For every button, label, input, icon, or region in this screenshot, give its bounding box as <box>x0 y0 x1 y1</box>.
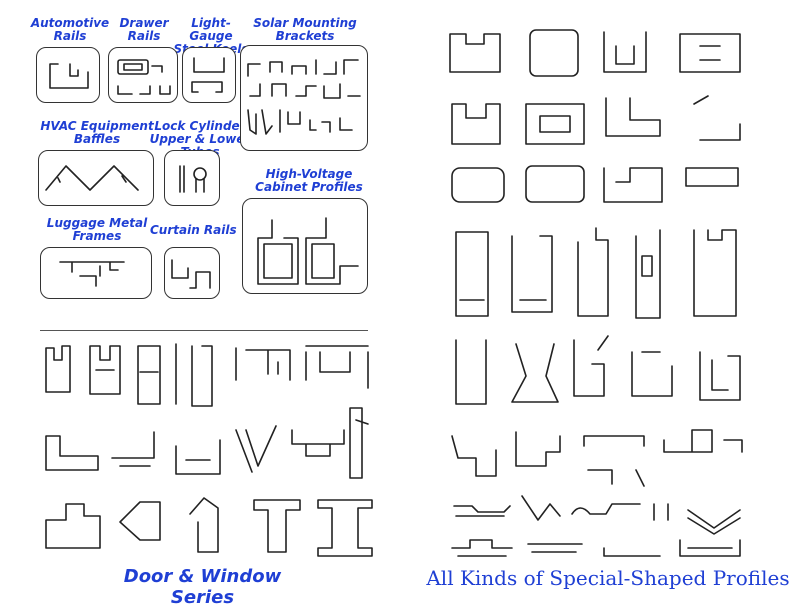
box-lock-cylinder-tubes <box>164 150 220 206</box>
label-hvac-equipment-baffles: HVAC Equipment Baffles <box>40 119 154 146</box>
door-window-profiles <box>45 343 373 557</box>
label-solar-mounting-brackets: Solar Mounting Brackets <box>253 16 357 43</box>
label-luggage-metal-frames: Luggage Metal Frames <box>46 216 148 243</box>
box-solar-mounting-brackets <box>240 45 368 151</box>
box-high-voltage-cabinet-profiles <box>242 198 368 294</box>
automotive-rail-profile <box>49 63 89 89</box>
door-window-series-title: Door & Window Series <box>123 566 282 608</box>
solar-bracket-profiles <box>247 59 361 135</box>
lock-cylinder-profiles <box>179 165 207 193</box>
box-light-gauge-steel-keels <box>182 47 236 103</box>
label-drawer-rails: Drawer Rails <box>119 16 169 43</box>
box-automotive-rails <box>36 47 100 103</box>
section-divider <box>40 330 368 331</box>
hvac-baffle-profile <box>45 165 139 191</box>
label-curtain-rails: Curtain Rails <box>150 223 237 237</box>
cabinet-profiles <box>257 217 359 285</box>
drawer-rail-profiles <box>117 59 171 95</box>
steel-keel-profiles <box>191 57 225 93</box>
special-profiles-title: All Kinds of Special-Shaped Profiles <box>426 566 790 590</box>
luggage-frame-profiles <box>59 261 125 287</box>
box-luggage-metal-frames <box>40 247 152 299</box>
label-high-voltage-cabinet-profiles: High-Voltage Cabinet Profiles <box>255 167 363 194</box>
curtain-rail-profiles <box>171 259 211 289</box>
special-shaped-profiles <box>449 29 743 557</box>
label-automotive-rails: Automotive Rails <box>30 16 110 43</box>
